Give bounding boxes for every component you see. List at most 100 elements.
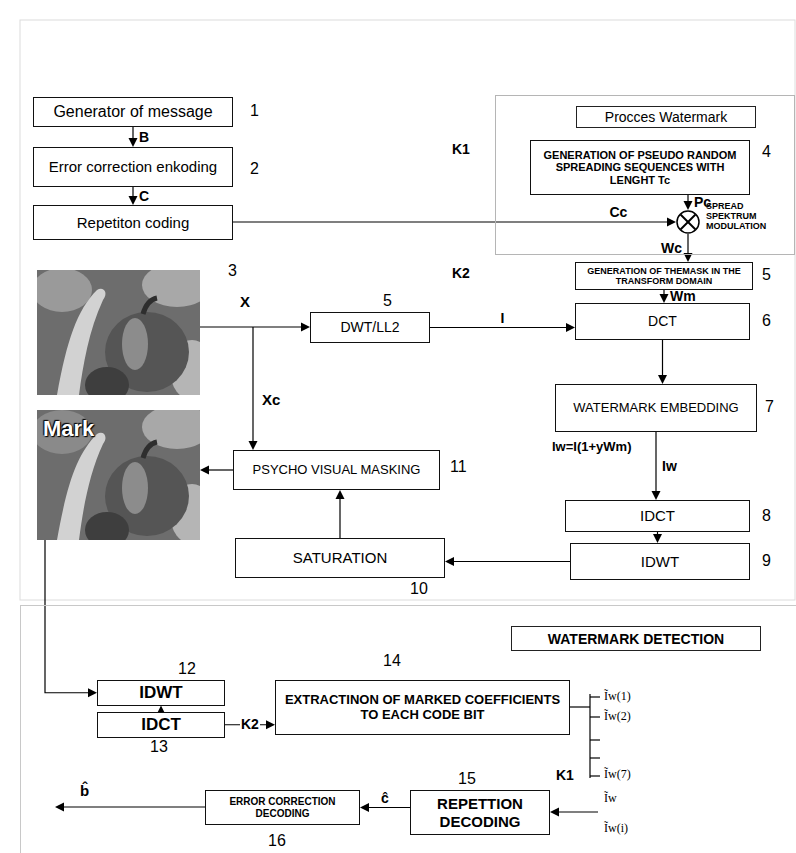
callout-number: 14 bbox=[383, 652, 401, 670]
arrow-head bbox=[360, 803, 369, 812]
callout-number: 1 bbox=[250, 102, 259, 120]
label-text: X bbox=[240, 293, 250, 310]
connector-arrow bbox=[684, 195, 693, 210]
connector-arrow bbox=[652, 432, 661, 500]
connector-arrow bbox=[658, 340, 667, 384]
connector-arrow bbox=[660, 290, 669, 303]
label-text: K2 bbox=[452, 265, 470, 281]
marked-image-picture bbox=[37, 410, 200, 540]
label-text: 3 bbox=[228, 262, 237, 279]
arrow-head bbox=[658, 375, 667, 384]
signal-label: Iw=I(1+yWm) bbox=[552, 440, 631, 454]
label-text: Ĩw bbox=[604, 791, 617, 805]
watermark-text: Mark bbox=[43, 416, 94, 441]
process-box: IDWT bbox=[97, 680, 225, 706]
caption-text: SPREAD SPEKTRUM MODULATION bbox=[706, 202, 774, 232]
heading-text: WATERMARK DETECTION bbox=[548, 631, 724, 647]
arrow-head bbox=[336, 490, 345, 499]
arrow-head bbox=[129, 196, 138, 205]
process-box: Error correction enkoding bbox=[33, 147, 233, 187]
callout-number: 8 bbox=[762, 507, 771, 525]
connector-arrow bbox=[129, 127, 138, 147]
connector-arrow bbox=[445, 557, 570, 566]
callout-number: 5 bbox=[383, 292, 392, 310]
signal-label: Ĩw(1) bbox=[604, 690, 631, 703]
edge-label-text: I bbox=[501, 310, 505, 326]
modulator-circle: SPREAD SPEKTRUM MODULATION bbox=[676, 210, 700, 234]
signal-label: K2 bbox=[452, 266, 470, 281]
connector-line bbox=[132, 187, 133, 196]
box-text: Repetiton coding bbox=[77, 214, 190, 231]
arrow-head bbox=[88, 688, 97, 697]
callout-number: 16 bbox=[268, 832, 286, 850]
connector-line bbox=[430, 327, 566, 328]
signal-label: X bbox=[240, 294, 250, 311]
edge-label-text: B bbox=[139, 129, 149, 145]
connector-line bbox=[233, 221, 667, 222]
callout-number: 10 bbox=[410, 580, 428, 598]
signal-label: K1 bbox=[452, 142, 470, 157]
edge-label-text: Iw bbox=[662, 458, 677, 474]
process-box: PSYCHO VISUAL MASKING bbox=[233, 450, 440, 490]
marked-image: Mark bbox=[37, 410, 200, 540]
callout-number: 13 bbox=[150, 738, 168, 756]
connector-line bbox=[339, 499, 340, 538]
arrow-head bbox=[684, 201, 693, 210]
callout-number: 3 bbox=[228, 262, 237, 280]
arrow-head bbox=[200, 466, 209, 475]
label-text: Iw=I(1+yWm) bbox=[552, 439, 631, 454]
edge-label-text: Cc bbox=[609, 204, 627, 220]
callout-number: 12 bbox=[178, 660, 196, 678]
label-text: K1 bbox=[556, 767, 574, 783]
peppers-image bbox=[37, 270, 200, 395]
detection-panel: WATERMARK DETECTIONIDWTIDCTEXTRACTINON O… bbox=[20, 605, 796, 853]
box-text: GENERATION OF THEMASK IN THE TRANSFORM D… bbox=[581, 266, 747, 287]
label-text: 15 bbox=[458, 770, 476, 787]
arrow-head bbox=[566, 323, 575, 332]
process-box: ERROR CORRECTION DECODING bbox=[205, 790, 360, 825]
process-box: GENERATION OF PSEUDO RANDOM SPREADING SE… bbox=[530, 140, 750, 195]
process-panel: Procces WatermarkGENERATION OF PSEUDO RA… bbox=[495, 95, 795, 255]
signal-label: Ĩw bbox=[604, 792, 617, 805]
label-text: Ĩw(i) bbox=[604, 821, 628, 835]
arrow-head bbox=[652, 491, 661, 500]
connector-arrow bbox=[200, 466, 233, 475]
edge-label: Cc bbox=[608, 205, 628, 220]
connector-line bbox=[663, 290, 664, 294]
label-text: 9 bbox=[762, 552, 771, 569]
connector-arrow bbox=[684, 234, 693, 262]
box-text: IDWT bbox=[641, 553, 679, 570]
arrow-head bbox=[653, 534, 662, 543]
callout-number: 6 bbox=[762, 312, 771, 330]
edge-label-text: ĉ bbox=[381, 790, 389, 806]
process-box: DWT/LL2 bbox=[310, 312, 430, 343]
connector-line bbox=[687, 234, 688, 253]
signal-label: K1 bbox=[556, 768, 574, 783]
edge-label: I bbox=[500, 311, 506, 326]
process-box: Generator of message bbox=[33, 97, 233, 127]
edge-label: Pc bbox=[693, 195, 712, 210]
panel-heading: Procces Watermark bbox=[576, 106, 756, 128]
arrow-head bbox=[55, 323, 559, 817]
label-text: 14 bbox=[383, 652, 401, 669]
label-text: 2 bbox=[250, 160, 259, 177]
label-text: 13 bbox=[150, 738, 168, 755]
box-text: IDWT bbox=[139, 683, 182, 703]
edge-label-text: Pc bbox=[694, 194, 711, 210]
signal-label: Ĩw(2) bbox=[604, 710, 631, 723]
callout-number: 15 bbox=[458, 770, 476, 788]
process-box: IDCT bbox=[97, 712, 225, 738]
connector-line bbox=[657, 532, 658, 534]
label-text: Ĩw(2) bbox=[604, 709, 631, 723]
callout-number: 2 bbox=[250, 160, 259, 178]
process-box: IDWT bbox=[570, 543, 750, 580]
process-box: DCT bbox=[575, 303, 750, 340]
label-text: 12 bbox=[178, 660, 196, 677]
signal-label: Xc bbox=[262, 392, 280, 409]
modulation-caption: SPREAD SPEKTRUM MODULATION bbox=[706, 202, 774, 232]
signal-label: Ĩw(i) bbox=[604, 822, 628, 835]
callout-number: 5 bbox=[762, 266, 771, 284]
arrow-head bbox=[667, 218, 676, 227]
arrow-head bbox=[129, 138, 138, 147]
label-text: Ĩw(7) bbox=[604, 767, 631, 781]
